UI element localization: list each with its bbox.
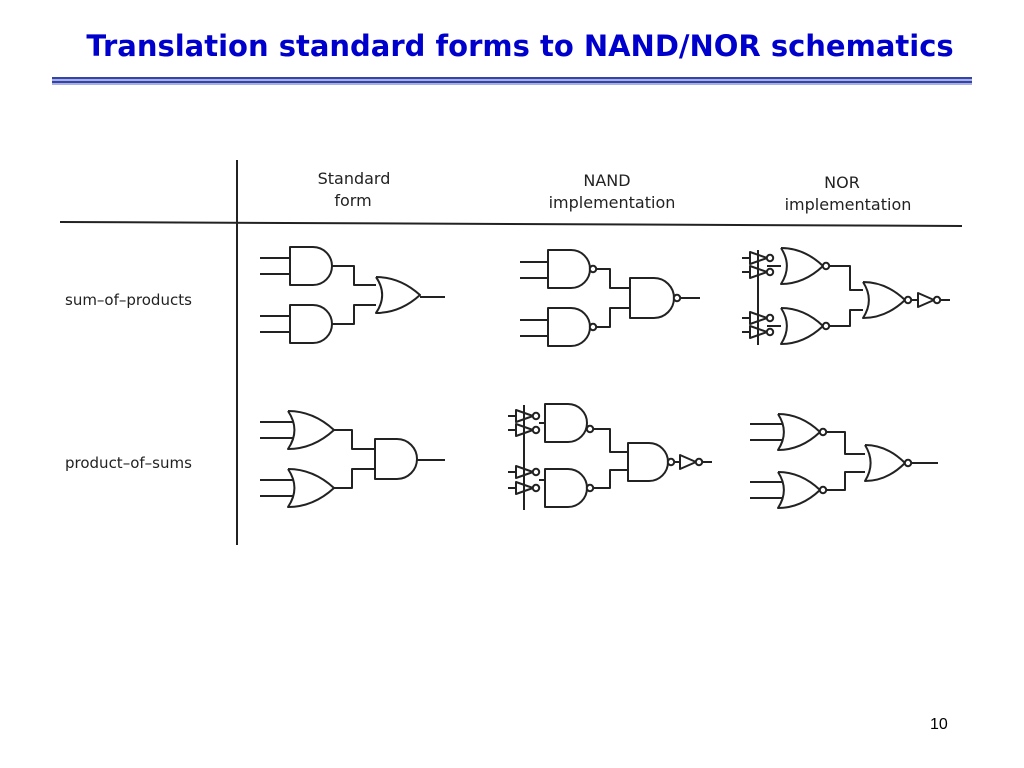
wire xyxy=(593,428,628,453)
wire xyxy=(332,304,376,325)
inversion-bubble xyxy=(818,427,828,437)
wire xyxy=(334,429,375,450)
inversion-bubble xyxy=(818,485,828,495)
wire xyxy=(826,431,865,455)
inversion-bubble xyxy=(765,267,775,277)
or-gate xyxy=(287,410,335,450)
or-gate xyxy=(287,468,335,508)
row-label-sop: sum–of–products xyxy=(65,291,192,309)
inversion-bubble xyxy=(672,293,682,303)
inversion-bubble xyxy=(765,253,775,263)
and-gate xyxy=(289,246,333,286)
row-labels: sum–of–products product–of–sums xyxy=(65,291,192,472)
header-nand-line2: implementation xyxy=(549,193,676,212)
header-nor-line2: implementation xyxy=(785,195,912,214)
table-grid xyxy=(59,160,963,545)
inversion-bubble xyxy=(821,321,831,331)
inversion-bubble xyxy=(765,327,775,337)
title-underline xyxy=(52,77,972,85)
inversion-bubble xyxy=(585,424,595,434)
header-standard-line2: form xyxy=(334,191,371,210)
and-gate xyxy=(374,438,418,480)
wire xyxy=(596,268,630,289)
inversion-bubble xyxy=(821,261,831,271)
header-nor-line1: NOR xyxy=(824,173,860,192)
nor-gate xyxy=(862,281,906,319)
inversion-bubble xyxy=(588,264,598,274)
nand-gate xyxy=(627,442,669,482)
inversion-bubble xyxy=(694,457,704,467)
inverter xyxy=(679,454,697,470)
header-nand-line1: NAND xyxy=(583,171,630,190)
row-label-pos: product–of–sums xyxy=(65,454,192,472)
inversion-bubble xyxy=(932,295,942,305)
inversion-bubble xyxy=(531,425,541,435)
wire xyxy=(596,307,630,328)
nor-gate xyxy=(777,471,821,509)
wire xyxy=(829,265,863,291)
inversion-bubble xyxy=(585,483,595,493)
gate-schematics xyxy=(260,246,950,510)
inverter xyxy=(917,292,935,308)
nand-gate xyxy=(629,277,675,319)
nand-gate xyxy=(544,468,588,508)
grid-horizontal-line xyxy=(59,221,963,227)
wire xyxy=(334,468,375,489)
nor-gate xyxy=(864,444,906,482)
inversion-bubble xyxy=(903,458,913,468)
page-number: 10 xyxy=(930,716,948,733)
inversion-bubble xyxy=(666,457,676,467)
column-headers: Standard form NAND implementation NOR im… xyxy=(318,169,912,214)
inversion-bubble xyxy=(531,483,541,493)
and-gate xyxy=(289,304,333,344)
nand-gate xyxy=(547,307,591,347)
wire xyxy=(829,309,863,327)
nor-gate xyxy=(780,247,824,285)
wire xyxy=(826,471,865,491)
inversion-bubble xyxy=(531,467,541,477)
header-standard-line1: Standard xyxy=(318,169,391,188)
inversion-bubble xyxy=(765,313,775,323)
inversion-bubble xyxy=(903,295,913,305)
nand-gate xyxy=(544,403,588,443)
nor-gate xyxy=(780,307,824,345)
wire xyxy=(593,469,628,489)
nor-gate xyxy=(777,413,821,451)
inversion-bubble xyxy=(531,411,541,421)
wire xyxy=(332,265,376,286)
slide-title: Translation standard forms to NAND/NOR s… xyxy=(86,29,954,63)
or-gate xyxy=(375,276,421,314)
nand-gate xyxy=(547,249,591,289)
inversion-bubble xyxy=(588,322,598,332)
